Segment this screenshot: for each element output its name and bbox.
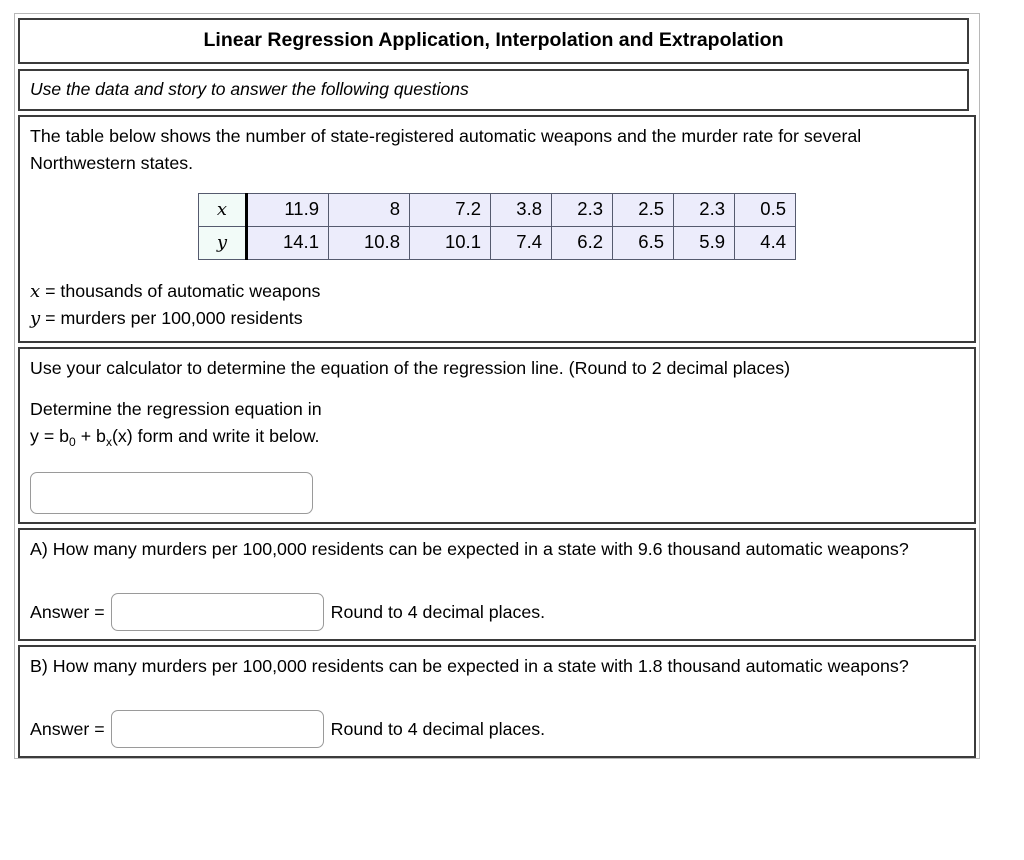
row-label-x: x <box>198 193 248 228</box>
data-table: x 11.9 8 7.2 3.8 2.3 2.5 2.3 0.5 y 14.1 … <box>198 193 796 261</box>
legend-y: y = murders per 100,000 residents <box>30 305 964 332</box>
data-table-wrapper: x 11.9 8 7.2 3.8 2.3 2.5 2.3 0.5 y 14.1 … <box>30 193 964 261</box>
worksheet-container: Linear Regression Application, Interpola… <box>14 13 980 760</box>
regression-section: Use your calculator to determine the equ… <box>18 346 976 524</box>
table-row-y: y 14.1 10.8 10.1 7.4 6.2 6.5 5.9 4.4 <box>198 226 796 261</box>
legend-y-text: = murders per 100,000 residents <box>45 308 303 329</box>
cell-y-7: 4.4 <box>734 226 796 261</box>
question-a-answer-label: Answer = <box>30 601 105 622</box>
cell-y-3: 7.4 <box>490 226 552 261</box>
legend-x: x = thousands of automatic weapons <box>30 278 964 305</box>
legend-spacer <box>30 264 964 278</box>
equation-input-spacer <box>30 450 964 472</box>
cell-y-1: 10.8 <box>328 226 410 261</box>
legend-y-var: y <box>30 308 41 330</box>
question-a-text: A) How many murders per 100,000 resident… <box>30 538 909 559</box>
form-sub-x: x <box>105 434 112 449</box>
page-title: Linear Regression Application, Interpola… <box>18 18 969 64</box>
regression-prompt: Use your calculator to determine the equ… <box>30 357 791 378</box>
cell-y-2: 10.1 <box>409 226 491 261</box>
cell-x-6: 2.3 <box>673 193 735 228</box>
cell-y-5: 6.5 <box>612 226 674 261</box>
story-section: The table below shows the number of stat… <box>18 115 976 343</box>
question-b-rounding-note: Round to 4 decimal places. <box>330 718 546 739</box>
table-row-x: x 11.9 8 7.2 3.8 2.3 2.5 2.3 0.5 <box>198 193 796 228</box>
question-a-section: A) How many murders per 100,000 resident… <box>18 527 976 641</box>
cell-x-0: 11.9 <box>246 193 329 228</box>
legend-x-var: x <box>30 281 41 303</box>
cell-x-2: 7.2 <box>409 193 491 228</box>
regression-spacer <box>30 382 964 396</box>
legend-x-text: = thousands of automatic weapons <box>45 281 321 302</box>
cell-x-3: 3.8 <box>490 193 552 228</box>
question-a-answer-row: Answer = Round to 4 decimal places. <box>30 593 964 631</box>
question-b-section: B) How many murders per 100,000 resident… <box>18 645 976 759</box>
question-b-answer-label: Answer = <box>30 718 105 739</box>
cell-y-0: 14.1 <box>246 226 329 261</box>
form-mid: + b <box>75 425 106 446</box>
instruction-banner: Use the data and story to answer the fol… <box>18 69 969 111</box>
form-suffix: (x) form and write it below. <box>111 425 320 446</box>
regression-form-line: y = b0 + bx(x) form and write it below. <box>30 423 964 450</box>
cell-x-4: 2.3 <box>551 193 613 228</box>
question-a-rounding-note: Round to 4 decimal places. <box>330 601 546 622</box>
regression-determine-line: Determine the regression equation in <box>30 398 322 419</box>
form-prefix: y = b <box>30 425 70 446</box>
question-b-text: B) How many murders per 100,000 resident… <box>30 656 909 676</box>
question-a-answer-input[interactable] <box>110 593 324 631</box>
form-sub-zero: 0 <box>69 434 76 449</box>
row-label-y: y <box>198 226 248 261</box>
question-b-answer-row: Answer = Round to 4 decimal places. <box>30 710 964 749</box>
story-paragraph: The table below shows the number of stat… <box>30 126 862 174</box>
question-b-answer-input[interactable] <box>110 710 324 749</box>
cell-y-4: 6.2 <box>551 226 613 261</box>
cell-x-7: 0.5 <box>734 193 796 228</box>
cell-x-1: 8 <box>328 193 410 228</box>
regression-equation-input[interactable] <box>30 471 313 514</box>
cell-y-6: 5.9 <box>673 226 735 261</box>
cell-x-5: 2.5 <box>612 193 674 228</box>
